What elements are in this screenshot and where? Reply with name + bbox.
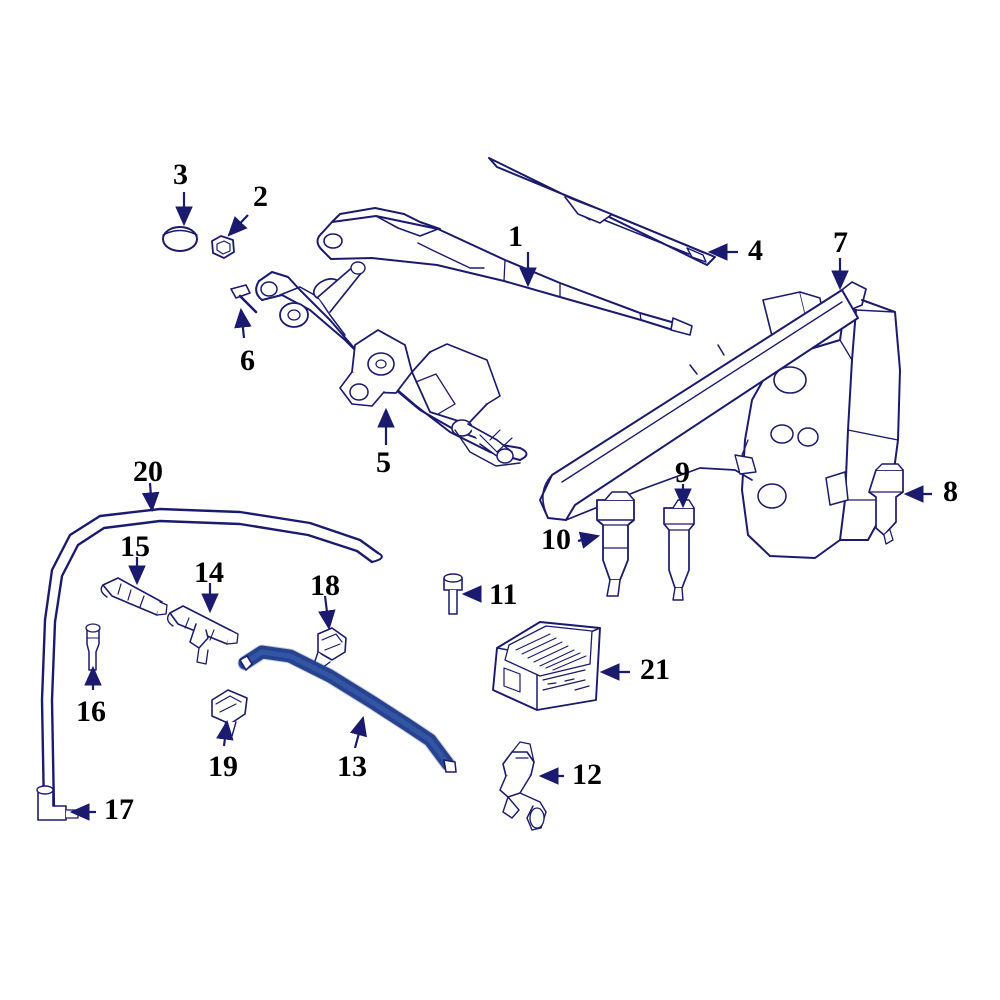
leader-20 <box>141 482 160 513</box>
part-wiper-arm-nut <box>211 235 235 259</box>
callout-number-21: 21 <box>640 653 670 686</box>
leader-6 <box>234 307 252 339</box>
part-washer-pump-primary <box>596 491 635 597</box>
callout-number-7: 7 <box>833 226 848 259</box>
part-hose-elbow-fitting <box>36 785 79 821</box>
callout-number-17: 17 <box>104 793 134 826</box>
callout-leader-lines <box>69 192 932 821</box>
part-washer-hose-highlighted <box>237 644 457 773</box>
leader-2 <box>227 214 249 237</box>
leader-13 <box>349 715 367 749</box>
part-hose-inline-connector <box>100 577 168 616</box>
callout-number-5: 5 <box>376 446 391 479</box>
callout-number-16: 16 <box>76 695 106 728</box>
leader-10 <box>577 531 601 549</box>
callout-number-3: 3 <box>173 158 188 191</box>
callout-number-4: 4 <box>748 234 763 267</box>
callout-number-2: 2 <box>253 180 268 213</box>
part-washer-nozzle <box>499 741 547 831</box>
callout-number-14: 14 <box>194 556 224 589</box>
part-relay-module <box>492 621 601 711</box>
part-wiper-arm <box>316 207 693 336</box>
callout-number-20: 20 <box>133 455 163 488</box>
leader-19 <box>216 719 234 747</box>
part-hose-bracket-clip <box>211 689 248 737</box>
callout-number-15: 15 <box>120 530 150 563</box>
callout-number-19: 19 <box>208 750 238 783</box>
callout-number-12: 12 <box>572 758 602 791</box>
callout-number-9: 9 <box>675 456 690 489</box>
part-hose-retaining-clip <box>313 627 347 669</box>
part-linkage-bolt <box>230 284 258 314</box>
callout-number-6: 6 <box>240 344 255 377</box>
callout-number-1: 1 <box>508 220 523 253</box>
part-washer-level-sensor <box>868 463 904 545</box>
callout-number-11: 11 <box>489 578 518 611</box>
leader-18 <box>318 595 336 631</box>
callout-number-10: 10 <box>541 523 571 556</box>
callout-number-13: 13 <box>337 750 367 783</box>
part-wiper-linkage-assembly <box>255 261 528 467</box>
part-reservoir-bolt <box>443 573 463 615</box>
callout-number-18: 18 <box>310 569 340 602</box>
callout-number-8: 8 <box>943 475 958 508</box>
part-wiper-arm-cap <box>162 226 198 252</box>
part-washer-pump-secondary <box>663 499 695 601</box>
part-hose-tee-connector <box>166 605 239 665</box>
part-hose-end-fitting <box>85 623 101 671</box>
